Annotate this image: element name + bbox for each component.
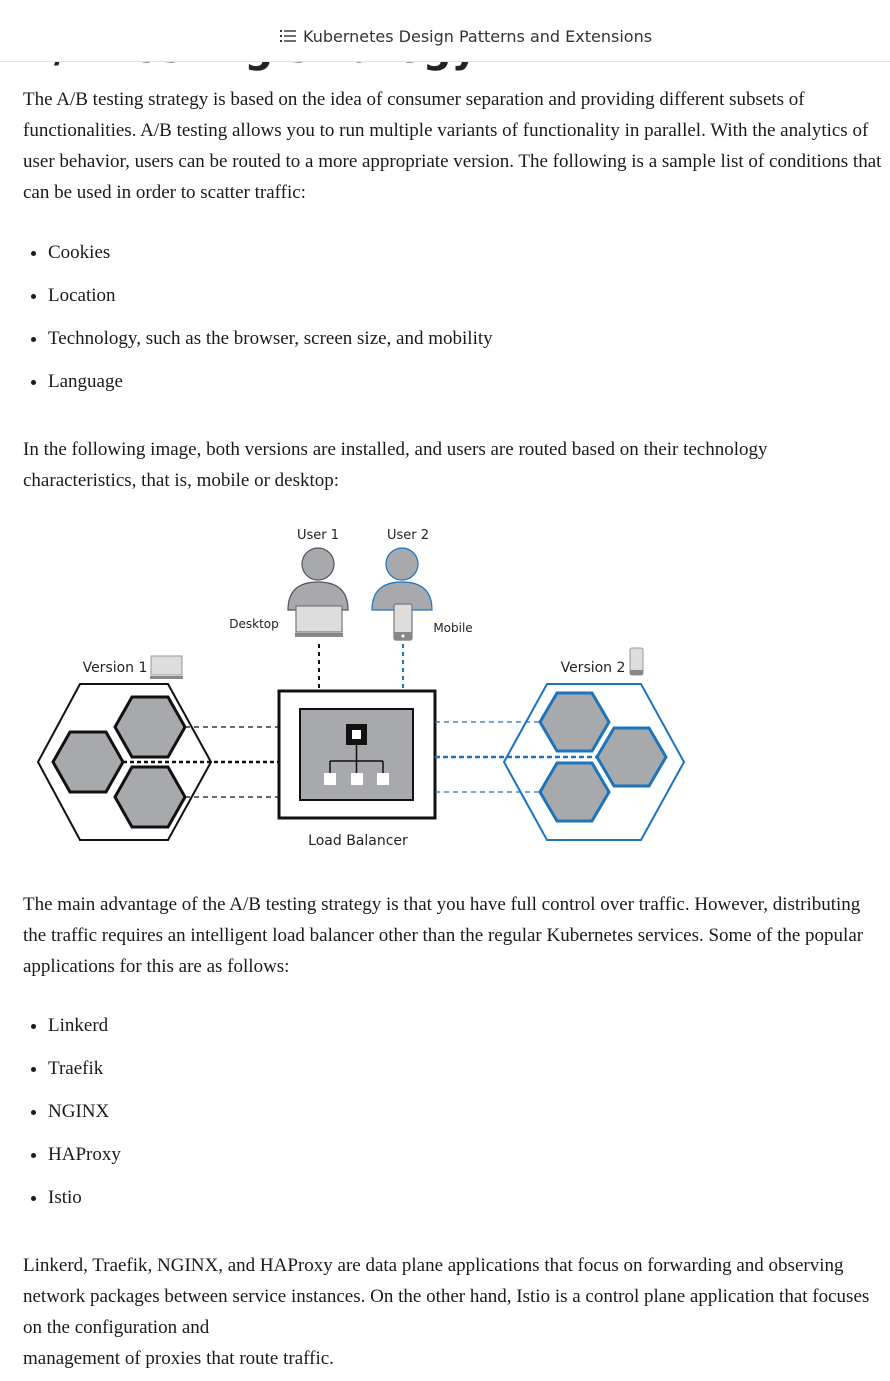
- user2-icon: [371, 547, 433, 611]
- laptop-icon: [150, 655, 183, 679]
- ab-testing-diagram: User 1 User 2 Desktop Mobile Version 1 V…: [30, 520, 690, 860]
- list-item: Cookies: [48, 237, 883, 280]
- list-item: Technology, such as the browser, screen …: [48, 323, 883, 366]
- book-title[interactable]: Kubernetes Design Patterns and Extension…: [303, 26, 653, 46]
- paragraph-figure-intro: In the following image, both versions ar…: [23, 439, 768, 491]
- conditions-list: Cookies Location Technology, such as the…: [23, 237, 883, 409]
- version2-cluster: [435, 683, 686, 841]
- network-hierarchy-icon: [324, 724, 389, 785]
- load-balancer-label: Load Balancer: [308, 833, 408, 849]
- list-icon: [280, 30, 296, 42]
- list-item: Language: [48, 366, 883, 409]
- paragraph-data-plane: Linkerd, Traefik, NGINX, and HAProxy are…: [23, 1255, 870, 1338]
- list-item: Location: [48, 280, 883, 323]
- table-of-contents-button[interactable]: Kubernetes Design Patterns and Extension…: [280, 24, 652, 48]
- paragraph-advantage: The main advantage of the A/B testing st…: [23, 894, 864, 977]
- list-item: Traefik: [48, 1053, 883, 1096]
- mobile-label: Mobile: [433, 621, 472, 635]
- user2-label: User 2: [387, 528, 429, 543]
- paragraph-intro: The A/B testing strategy is based on the…: [23, 89, 882, 203]
- version2-label: Version 2: [561, 660, 626, 676]
- article-content: The A/B testing strategy is based on the…: [23, 84, 883, 1374]
- top-bar: Kubernetes Design Patterns and Extension…: [0, 0, 890, 62]
- list-item: Istio: [48, 1182, 883, 1225]
- user1-icon: [287, 547, 349, 611]
- desktop-label: Desktop: [229, 617, 279, 631]
- list-item: NGINX: [48, 1096, 883, 1139]
- laptop-icon: [295, 605, 343, 637]
- version1-cluster: [36, 683, 279, 841]
- paragraph-data-plane-end: management of proxies that route traffic…: [23, 1348, 334, 1369]
- phone-icon: [393, 603, 413, 641]
- list-item: HAProxy: [48, 1139, 883, 1182]
- list-item: Linkerd: [48, 1010, 883, 1053]
- version1-label: Version 1: [83, 660, 148, 676]
- user1-label: User 1: [297, 528, 339, 543]
- apps-list: Linkerd Traefik NGINX HAProxy Istio: [23, 1010, 883, 1225]
- phone-icon: [629, 647, 644, 676]
